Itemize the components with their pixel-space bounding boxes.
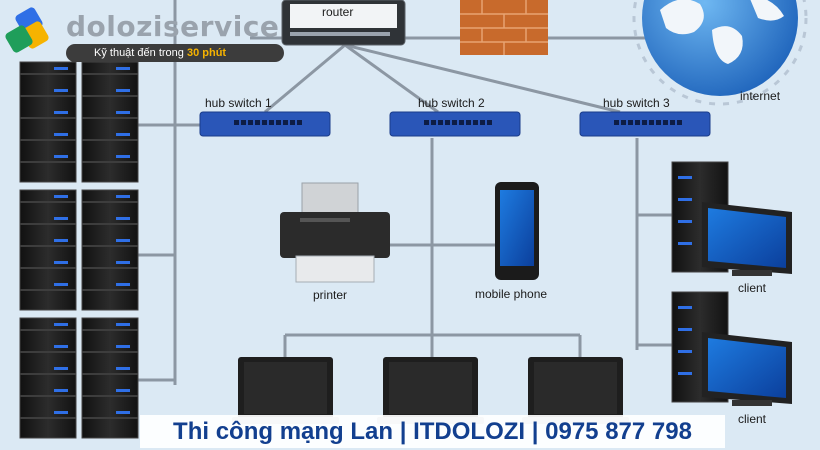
tagline-text: Kỹ thuật đến trong — [94, 47, 184, 59]
phone-icon — [495, 182, 539, 280]
printer-label: printer — [313, 288, 348, 302]
logo-icon — [5, 7, 49, 53]
hub2-label: hub switch 2 — [418, 96, 485, 110]
server-rack — [81, 61, 139, 183]
switch-icon — [199, 111, 711, 137]
laptop — [522, 357, 629, 424]
server-rack — [81, 317, 139, 439]
hub-switch — [199, 111, 331, 137]
client-station — [671, 291, 792, 406]
internet-label: internet — [740, 89, 781, 103]
client-label-1: client — [738, 281, 767, 295]
laptop-icon — [232, 357, 629, 424]
server-rack — [19, 61, 77, 183]
banner-text: Thi công mạng Lan | ITDOLOZI | 0975 877 … — [173, 418, 692, 445]
server-rack — [19, 189, 77, 311]
footer-banner: Thi công mạng Lan | ITDOLOZI | 0975 877 … — [140, 415, 725, 448]
tagline-highlight: 30 phút — [186, 47, 227, 59]
laptop — [232, 357, 339, 424]
client-station — [671, 161, 792, 276]
monitor-icon — [671, 161, 792, 406]
hub-switch — [389, 111, 521, 137]
brand: doloziservice Kỹ thuật đến trong 30 phút — [2, 4, 292, 62]
laptop — [377, 357, 484, 424]
brand-name: doloziservice — [66, 10, 280, 43]
client-label-2: client — [738, 412, 767, 426]
hub3-label: hub switch 3 — [603, 96, 670, 110]
server-icon — [19, 61, 139, 439]
cables — [110, 0, 672, 400]
server-rack — [81, 189, 139, 311]
router-icon — [281, 0, 406, 46]
brand-tagline: Kỹ thuật đến trong 30 phút — [66, 44, 284, 62]
mobile-label: mobile phone — [475, 287, 548, 301]
hub1-label: hub switch 1 — [205, 96, 272, 110]
globe-icon — [632, 0, 808, 106]
server-rack — [19, 317, 77, 439]
hub-switch — [579, 111, 711, 137]
printer-icon — [280, 182, 390, 283]
router-label: router — [322, 5, 354, 19]
firewall-icon — [460, 0, 548, 55]
